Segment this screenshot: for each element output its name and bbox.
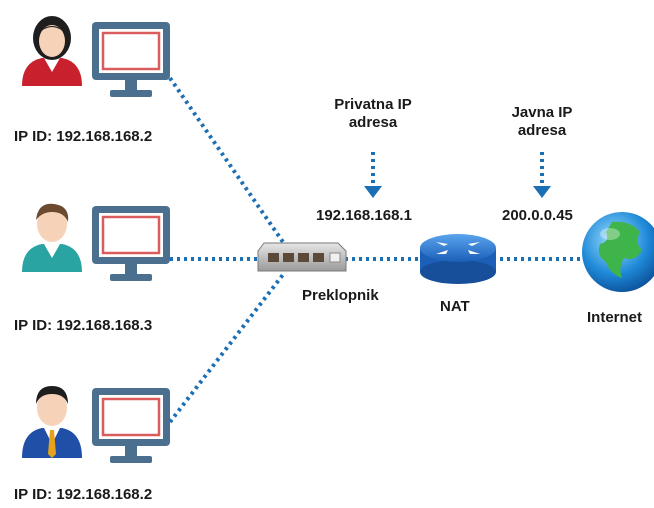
- nat-label: NAT: [440, 298, 470, 315]
- link-host3-switch: [168, 270, 287, 424]
- private-ip-title-line2: adresa: [348, 114, 398, 131]
- public-ip-title-line1: Javna IP: [511, 104, 573, 121]
- host3-ip-label: IP ID: 192.168.168.2: [14, 486, 153, 503]
- router-icon: [420, 234, 496, 284]
- man-suit-avatar: [22, 386, 82, 458]
- private-ip-value: 192.168.168.1: [316, 207, 412, 224]
- private-ip-arrow: [364, 152, 382, 198]
- public-ip-arrow: [533, 152, 551, 198]
- globe-icon: [582, 212, 654, 292]
- network-switch-icon: [257, 242, 347, 272]
- host2-ip-label: IP ID: 192.168.168.3: [14, 317, 153, 334]
- switch-label: Preklopnik: [302, 287, 379, 304]
- public-ip-title: Javna IP adresa: [485, 104, 599, 140]
- link-host1-switch: [168, 76, 287, 247]
- link-lines: [168, 76, 585, 424]
- private-ip-title: Privatna IP adresa: [313, 96, 433, 132]
- public-ip-value: 200.0.0.45: [502, 207, 573, 224]
- public-ip-title-line2: adresa: [517, 122, 567, 139]
- woman-avatar: [22, 16, 82, 86]
- host1-ip-label: IP ID: 192.168.168.2: [14, 128, 153, 145]
- host1-monitor-icon: [92, 22, 170, 97]
- private-ip-title-line1: Privatna IP: [334, 96, 412, 113]
- host2-monitor-icon: [92, 206, 170, 281]
- internet-label: Internet: [587, 309, 643, 326]
- host3-monitor-icon: [92, 388, 170, 463]
- man-teal-shirt-avatar: [22, 203, 82, 272]
